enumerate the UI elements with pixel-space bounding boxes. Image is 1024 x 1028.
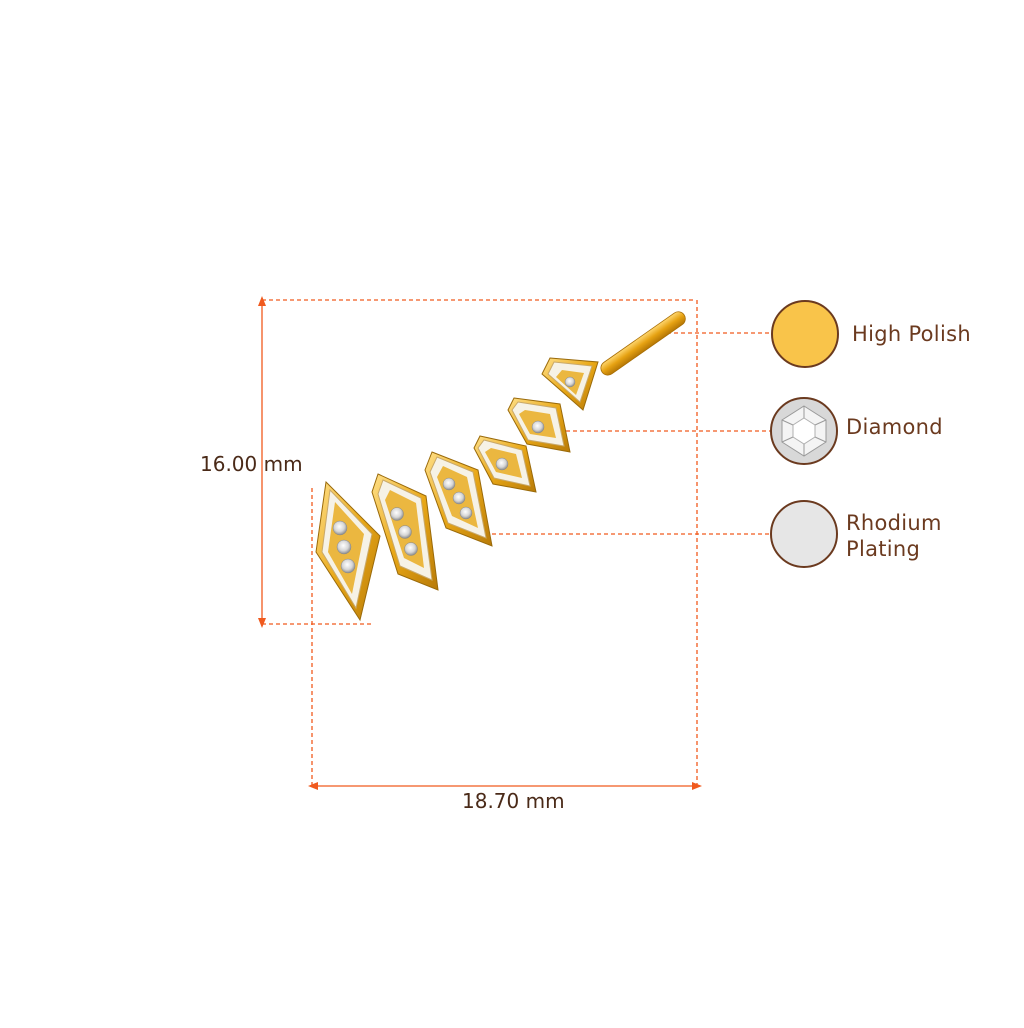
frame-5 bbox=[507, 397, 571, 453]
legend-label-rhodium-line2: Plating bbox=[846, 537, 921, 561]
width-dimension-label: 18.70 mm bbox=[462, 789, 565, 813]
legend-swatches bbox=[770, 300, 839, 568]
frame-4 bbox=[473, 435, 537, 493]
height-arrow-bottom bbox=[258, 618, 266, 628]
dimension-lines bbox=[258, 296, 770, 790]
legend-label-diamond: Diamond bbox=[846, 415, 943, 439]
frame-1 bbox=[315, 480, 381, 622]
earring-post bbox=[600, 311, 686, 376]
earring-illustration bbox=[315, 311, 686, 622]
width-arrow-left bbox=[308, 782, 318, 790]
legend-label-high-polish: High Polish bbox=[852, 322, 971, 346]
rhodium-swatch bbox=[770, 500, 838, 568]
height-arrow-top bbox=[258, 296, 266, 306]
high-polish-swatch bbox=[771, 300, 839, 368]
diamond-swatch bbox=[770, 397, 838, 465]
legend-label-rhodium-line1: Rhodium bbox=[846, 511, 942, 535]
height-dimension-label: 16.00 mm bbox=[200, 452, 303, 476]
frame-3 bbox=[424, 451, 493, 547]
frame-2 bbox=[371, 473, 439, 591]
frame-6 bbox=[541, 357, 599, 411]
